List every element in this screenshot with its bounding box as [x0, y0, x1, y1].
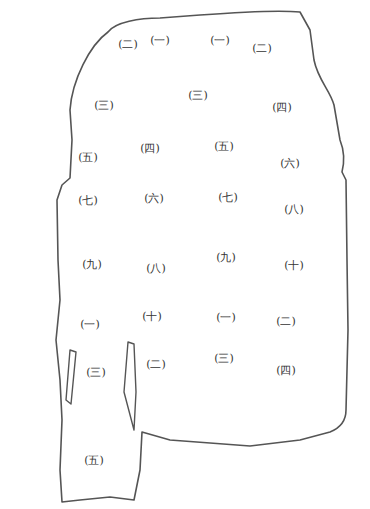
callout-number: (二)	[252, 43, 272, 54]
callout-number: (六)	[144, 193, 164, 204]
callout-number: (九)	[82, 259, 102, 270]
callout-number: (六)	[280, 158, 300, 169]
callout-number: (八)	[284, 204, 304, 215]
callout-number: (十)	[284, 260, 304, 271]
callout-number: (一)	[150, 35, 170, 46]
callout-number: (四)	[272, 102, 292, 113]
callout-number: (二)	[118, 39, 138, 50]
callout-number: (三)	[214, 353, 234, 364]
callout-number: (三)	[86, 367, 106, 378]
callout-number: (三)	[188, 90, 208, 101]
shell-crack	[124, 342, 136, 430]
shell-crack	[66, 350, 76, 404]
callout-number: (二)	[146, 359, 166, 370]
callout-number: (四)	[276, 365, 296, 376]
callout-number: (十)	[142, 311, 162, 322]
callout-number: (一)	[216, 312, 236, 323]
callout-number: (七)	[218, 192, 238, 203]
callout-number: (九)	[216, 252, 236, 263]
callout-number: (八)	[146, 263, 166, 274]
callout-number: (一)	[80, 319, 100, 330]
callout-number: (二)	[276, 316, 296, 327]
shell-outline	[56, 11, 348, 502]
callout-number: (四)	[140, 143, 160, 154]
callout-number: (一)	[210, 35, 230, 46]
callout-number: (五)	[84, 455, 104, 466]
callout-number: (三)	[94, 100, 114, 111]
callout-number: (七)	[78, 195, 98, 206]
callout-number: (五)	[214, 141, 234, 152]
callout-number: (五)	[78, 152, 98, 163]
